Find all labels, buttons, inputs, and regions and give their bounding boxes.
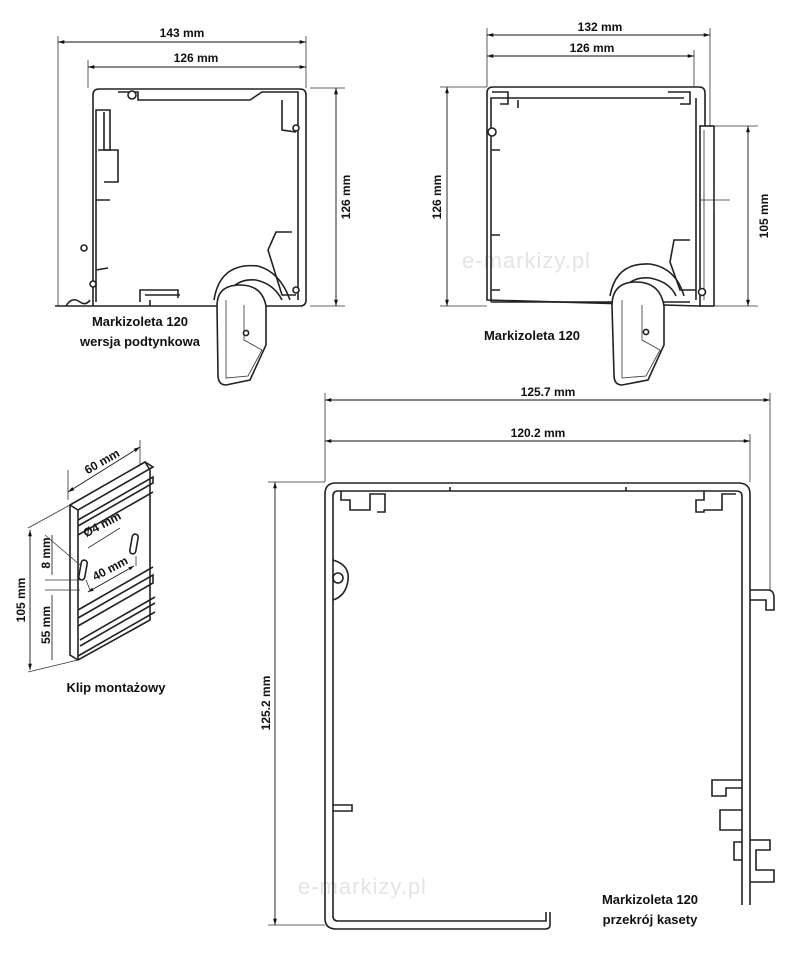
dim-height: 126 mm bbox=[339, 175, 353, 220]
dimension-line bbox=[67, 446, 141, 493]
dim-inner-width: 120.2 mm bbox=[511, 426, 566, 440]
dim-outer-width: 125.7 mm bbox=[521, 385, 576, 399]
drawing-podtynkowa: 143 mm 126 mm 126 mm Markizoleta 120 wer… bbox=[55, 26, 353, 386]
caption-title: Markizoleta 120 bbox=[484, 328, 580, 343]
dim-outer-width: 143 mm bbox=[160, 26, 205, 40]
dim-inner-width: 126 mm bbox=[174, 51, 219, 65]
dim-height: 105 mm bbox=[14, 578, 28, 623]
dim-height: 125.2 mm bbox=[259, 676, 273, 731]
caption-title: Markizoleta 120 bbox=[92, 314, 188, 329]
watermark-text: e-markizy.pl bbox=[298, 874, 427, 899]
caption-title: Markizoleta 120 bbox=[602, 892, 698, 907]
dim-bottom: 55 mm bbox=[39, 606, 53, 644]
dim-height: 126 mm bbox=[430, 175, 444, 220]
dim-outer-width: 132 mm bbox=[578, 20, 623, 34]
dim-width: 60 mm bbox=[82, 446, 122, 477]
drawing-standard: 132 mm 126 mm 126 mm 105 mm Markizoleta … bbox=[430, 20, 771, 386]
watermark-text: e-markizy.pl bbox=[462, 248, 591, 273]
caption-title: Klip montażowy bbox=[67, 680, 167, 695]
caption-subtitle: wersja podtynkowa bbox=[79, 334, 201, 349]
drawing-clip: 60 mm Ø4 mm 40 mm 105 mm 8 mm 55 mm Klip… bbox=[14, 440, 166, 695]
drawing-section: 125.7 mm 120.2 mm 125.2 mm Markizoleta 1… bbox=[259, 385, 775, 930]
caption-subtitle: przekrój kasety bbox=[603, 912, 698, 927]
dim-inner-width: 126 mm bbox=[570, 41, 615, 55]
dim-top: 8 mm bbox=[39, 537, 53, 568]
dim-clip-height: 105 mm bbox=[757, 194, 771, 239]
